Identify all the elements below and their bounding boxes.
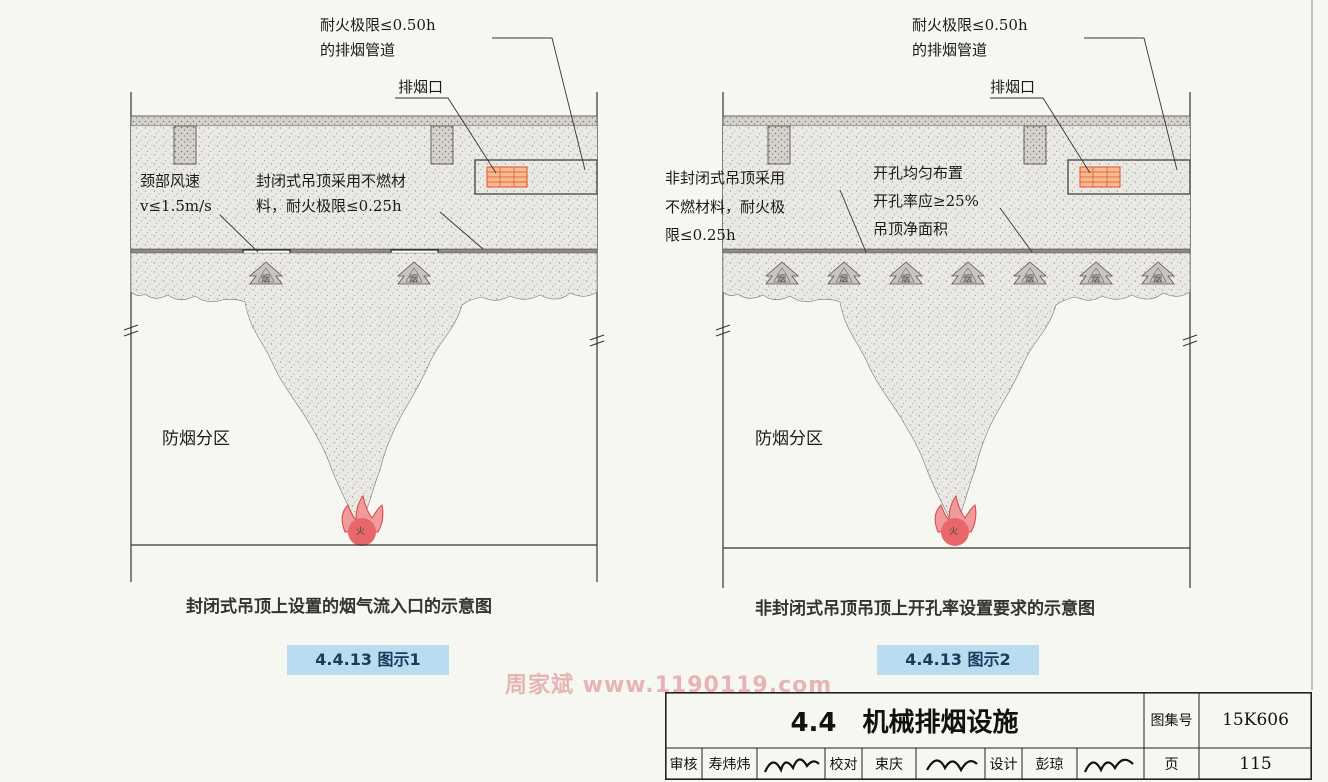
duct-label-2: 的排烟管道 [320,41,395,59]
smoke-arrows: 烟 烟 烟 烟 烟 烟 烟 [765,261,1175,285]
perforated-ceiling [722,248,1191,254]
ceiling-label-2: 料，耐火极限≤0.25h [256,197,402,215]
figure-label-1: 4.4.13 图示1 [287,645,449,675]
smoke-arrow-1: 烟 [249,261,283,285]
neck-label-1: 颈部风速 [140,172,200,190]
svg-text:烟: 烟 [901,273,910,285]
ceiling-label-3: 限≤0.25h [665,226,736,244]
svg-text:烟: 烟 [839,273,848,285]
signature-reviewer [763,758,820,774]
ceiling-label-2: 不燃材料，耐火极 [665,198,785,216]
break-mark-left [123,324,139,337]
leader-ceiling [439,211,484,250]
watermark: 周家斌 www.1190119.com [505,673,833,698]
smoke-arrow: 烟 [1079,261,1113,285]
beam-1 [767,125,791,165]
fire-icon: 火 [341,494,384,546]
atlas-no-label: 图集号 [1150,713,1193,729]
design-label: 设计 [989,757,1018,773]
smoke-plume [130,252,598,521]
zone-label: 防烟分区 [162,429,230,449]
page-number: 115 [1239,754,1272,774]
zone-label: 防烟分区 [755,429,823,449]
ceiling-label-1: 封闭式吊顶采用不燃材 [256,172,406,190]
leader-duct [1084,37,1178,171]
check-label: 校对 [829,757,858,773]
atlas-no: 15K606 [1222,710,1289,730]
duct-label-1: 耐火极限≤0.50h [912,16,1028,34]
duct-label-2: 的排烟管道 [912,41,987,59]
outlet-label: 排烟口 [990,78,1035,96]
suspended-ceiling [130,248,598,254]
neck-label-2: v≤1.5m/s [139,197,212,215]
svg-text:烟: 烟 [1153,273,1162,285]
outlet-label: 排烟口 [398,78,443,96]
opening-label-3: 吊顶净面积 [873,220,948,238]
beam-2 [1023,125,1047,165]
opening-label-2: 开孔率应≥25% [873,192,979,210]
fire-icon: 火 [934,494,977,546]
title-block-grid [665,692,1312,780]
svg-text:烟: 烟 [409,273,418,285]
svg-text:烟: 烟 [963,273,972,285]
smoke-arrow: 烟 [1013,261,1047,285]
svg-text:火: 火 [356,526,365,537]
review-label: 审核 [669,757,698,773]
smoke-arrow: 烟 [951,261,985,285]
break-mark-right [1182,334,1198,347]
leader-outlet [990,97,1091,174]
title-block: 4.4 机械排烟设施 图集号 15K606 审核 寿炜炜 校对 束庆 设计 彭琼… [665,692,1312,780]
slab [130,115,598,127]
design-name: 彭琼 [1035,757,1064,773]
check-name: 束庆 [875,757,903,773]
smoke-arrow: 烟 [827,261,861,285]
duct-label-1: 耐火极限≤0.50h [320,16,436,34]
figure-1: 烟 烟 火 耐火极限≤0.50h 的排烟管道 排烟口 颈部风速 v≤1.5m/s… [123,16,605,582]
leader-neck [219,214,259,253]
review-name: 寿炜炜 [708,757,751,773]
svg-text:火: 火 [949,526,958,537]
caption-1: 封闭式吊顶上设置的烟气流入口的示意图 [186,597,492,617]
leader-duct [492,37,586,171]
signature-designer [1083,758,1134,773]
smoke-arrow-2: 烟 [397,261,431,285]
opening-label-1: 开孔均匀布置 [873,164,963,182]
svg-text:烟: 烟 [777,273,786,285]
svg-text:烟: 烟 [261,273,270,285]
smoke-arrow: 烟 [1141,261,1175,285]
slab [722,115,1191,127]
smoke-arrow: 烟 [765,261,799,285]
svg-text:烟: 烟 [1025,273,1034,285]
figure-label-2: 4.4.13 图示2 [877,645,1039,675]
leader-opening [999,207,1033,253]
caption-2: 非封闭式吊顶吊顶上开孔率设置要求的示意图 [755,599,1095,619]
break-mark-left [715,324,731,337]
svg-text:烟: 烟 [1091,273,1100,285]
page-label: 页 [1164,757,1179,773]
smoke-plume [722,252,1191,521]
exhaust-outlet [1079,166,1121,188]
figure-2: 烟 烟 烟 烟 烟 烟 烟 火 耐火极限≤0.50h 的排烟管道 排烟口 非封闭… [665,16,1198,588]
break-mark-right [589,334,605,347]
smoke-arrow: 烟 [889,261,923,285]
leader-ceiling [839,189,867,253]
section-title: 4.4 机械排烟设施 [790,707,1019,738]
ceiling-label-1: 非封闭式吊顶采用 [665,169,785,187]
signature-checker [926,759,978,773]
exhaust-outlet [486,166,528,188]
leader-outlet [395,97,497,174]
